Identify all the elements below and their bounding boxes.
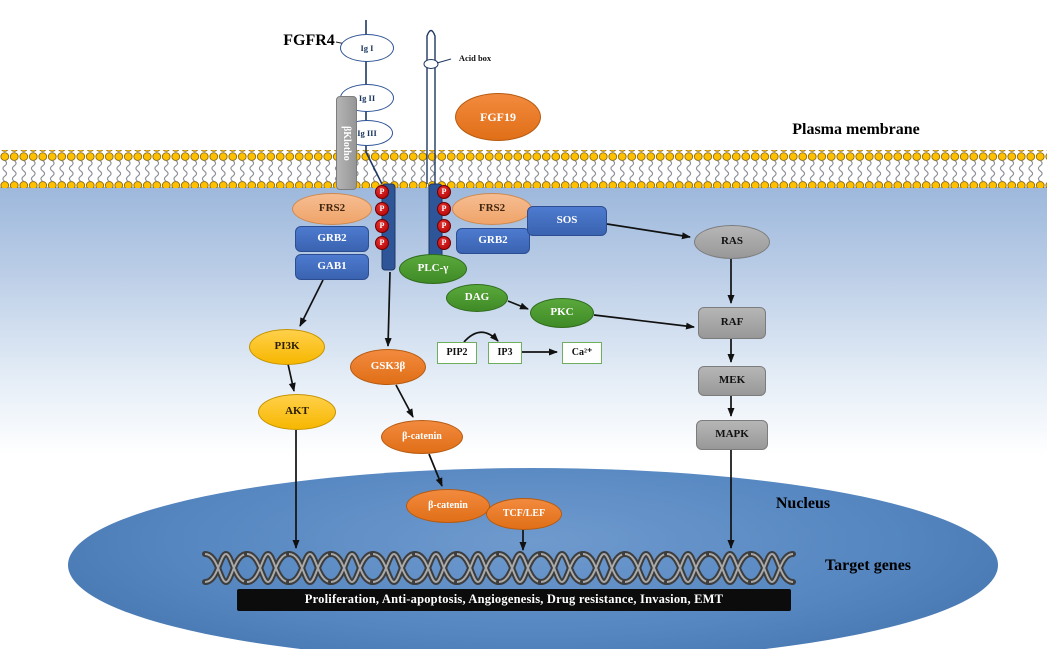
node-gab1: GAB1 — [295, 254, 369, 280]
phospho-site-icon: P — [375, 202, 389, 216]
node-ca: Ca²⁺ — [562, 342, 602, 364]
arrow-pkc-raf — [593, 314, 695, 330]
node-fgf19: FGF19 — [455, 93, 541, 141]
dna-helix — [205, 554, 793, 582]
node-b-catenin-cytoplasm: β-catenin — [381, 420, 463, 454]
phospho-site-icon: P — [375, 185, 389, 199]
phospho-site-icon: P — [375, 219, 389, 233]
node-grb2-right: GRB2 — [456, 228, 530, 254]
node-pkc: PKC — [530, 298, 594, 328]
node-tcf-lef: TCF/LEF — [486, 498, 562, 530]
node-frs2-left: FRS2 — [292, 193, 372, 225]
phospho-site-icon: P — [375, 236, 389, 250]
node-ip3: IP3 — [488, 342, 522, 364]
nucleus-label: Nucleus — [775, 494, 831, 512]
arrow-sos-ras — [606, 223, 691, 240]
acid-box-loop — [423, 59, 439, 69]
node-pip2: PIP2 — [437, 342, 477, 364]
ig1-domain: Ig I — [340, 34, 394, 62]
outcomes-bar: Proliferation, Anti-apoptosis, Angiogene… — [237, 589, 791, 611]
node-akt: AKT — [258, 394, 336, 430]
phospho-site-icon: P — [437, 185, 451, 199]
arrow-pip2-ip3 — [463, 331, 499, 343]
phospho-site-icon: P — [437, 219, 451, 233]
bklotho-label: βKlotho — [341, 125, 352, 161]
fgfr4-label: FGFR4 — [283, 31, 335, 49]
node-mapk: MAPK — [696, 420, 768, 450]
target-genes-label: Target genes — [824, 556, 912, 574]
receptor-chain-left — [365, 20, 383, 185]
node-mek: MEK — [698, 366, 766, 396]
node-pi3k: PI3K — [249, 329, 325, 365]
pathway-arrows — [287, 223, 735, 551]
bklotho-coreceptor: βKlotho — [336, 96, 357, 190]
plasma-membrane-bilayer — [0, 150, 1047, 188]
arrow-bcatenin-nucleus — [428, 453, 443, 487]
receptor-chain-right — [426, 29, 436, 184]
node-raf: RAF — [698, 307, 766, 339]
node-grb2-left: GRB2 — [295, 226, 369, 252]
arrow-gsk3b-bcatenin — [395, 384, 414, 418]
acid-box-pointer-line — [436, 58, 452, 64]
acid-box-label: Acid box — [458, 52, 492, 63]
arrow-dag-pkc — [507, 300, 529, 310]
node-ras: RAS — [694, 225, 770, 259]
phospho-site-icon: P — [437, 202, 451, 216]
node-b-catenin-nucleus: β-catenin — [406, 489, 490, 523]
node-gsk3b: GSK3β — [350, 349, 426, 385]
arrow-pi3k-akt — [287, 363, 296, 392]
node-sos: SOS — [527, 206, 607, 236]
arrow-receptor-gsk3b — [384, 271, 392, 347]
node-plc-gamma: PLC-γ — [399, 254, 467, 284]
plasma-membrane-label: Plasma membrane — [792, 120, 920, 138]
node-dag: DAG — [446, 284, 508, 312]
phospho-site-icon: P — [437, 236, 451, 250]
node-frs2-right: FRS2 — [452, 193, 532, 225]
arrow-gab1-pi3k — [299, 279, 324, 327]
